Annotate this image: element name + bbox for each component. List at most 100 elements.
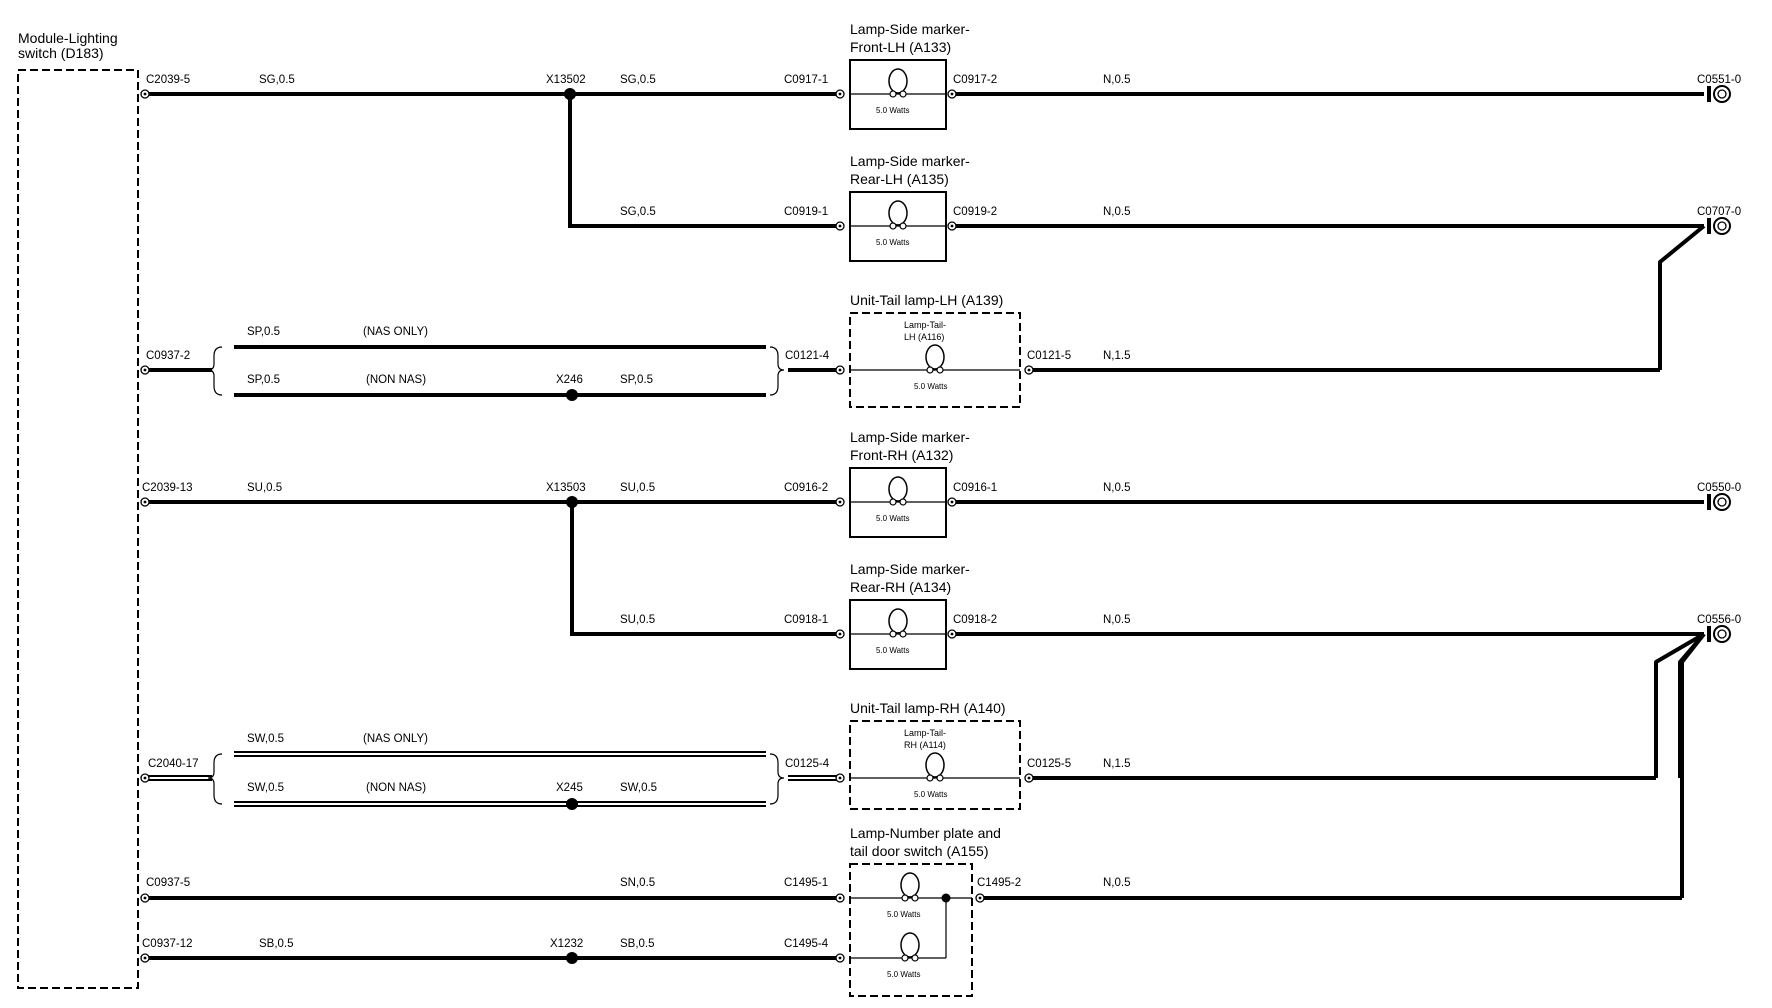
wire-n-4: N,0.5 (1103, 614, 1131, 626)
connector-c0919-2: C0919-2 (953, 206, 997, 218)
lamp-a135-title-1: Lamp-Side marker- (850, 153, 970, 169)
note-nas-only-1: (NAS ONLY) (363, 326, 428, 338)
circuit-front-lh: C2039-5 SG,0.5 X13502 SG,0.5 C0917-1 C09… (140, 74, 1741, 235)
wire-sp-nas: SP,0.5 (247, 326, 280, 338)
wire-sw-non: SW,0.5 (247, 782, 284, 794)
wire-n-5: N,0.5 (1103, 877, 1131, 889)
connector-c1495-4: C1495-4 (784, 938, 829, 950)
unit-a140: Unit-Tail lamp-RH (A140) Lamp-Tail- RH (… (849, 700, 1021, 810)
connector-c0121-4: C0121-4 (785, 350, 830, 362)
wire-sp-non: SP,0.5 (247, 374, 280, 386)
unit-a139-inner-1: Lamp-Tail- (904, 320, 946, 330)
wire-sb-1: SB,0.5 (259, 938, 294, 950)
wire-sb-2: SB,0.5 (620, 938, 655, 950)
lamp-a133-watts: 5.0 Watts (876, 106, 910, 115)
connector-c0125-4: C0125-4 (785, 758, 830, 770)
unit-a140-title: Unit-Tail lamp-RH (A140) (850, 700, 1006, 716)
connector-c1495-2: C1495-2 (977, 877, 1021, 889)
lamp-a155-title-1: Lamp-Number plate and (850, 825, 1001, 841)
ground-c0550-icon (1706, 493, 1731, 511)
connector-c0937-5: C0937-5 (146, 877, 190, 889)
splice-x13502-dot (564, 88, 576, 100)
connector-c0121-5: C0121-5 (1027, 350, 1071, 362)
lamp-a134-watts: 5.0 Watts (876, 646, 910, 655)
connector-c0125-5: C0125-5 (1027, 758, 1071, 770)
connector-c2039-13: C2039-13 (142, 482, 193, 494)
lamp-a132: Lamp-Side marker- Front-RH (A132) 5.0 Wa… (849, 429, 970, 538)
lamp-a134-title-2: Rear-RH (A134) (850, 579, 951, 595)
wire-n-1: N,0.5 (1103, 74, 1131, 86)
connector-c0937-2: C0937-2 (146, 350, 190, 362)
wire-n15-rh: N,1.5 (1103, 758, 1131, 770)
note-non-nas-2: (NON NAS) (366, 782, 426, 794)
lamp-a134-title-1: Lamp-Side marker- (850, 561, 970, 577)
wire-sn: SN,0.5 (620, 877, 655, 889)
connector-c0937-12: C0937-12 (142, 938, 193, 950)
wire-sg-2: SG,0.5 (620, 74, 656, 86)
connector-c0917-2: C0917-2 (953, 74, 997, 86)
connector-c0918-2: C0918-2 (953, 614, 997, 626)
wire-su-3: SU,0.5 (620, 614, 655, 626)
lamp-a132-title-2: Front-RH (A132) (850, 447, 953, 463)
wire-sp-after: SP,0.5 (620, 374, 653, 386)
connector-c2039-5: C2039-5 (146, 74, 190, 86)
wire-sg-3: SG,0.5 (620, 206, 656, 218)
connector-c0916-1: C0916-1 (953, 482, 997, 494)
lamp-a134: Lamp-Side marker- Rear-RH (A134) 5.0 Wat… (849, 561, 970, 670)
ground-c0551-icon (1706, 85, 1731, 103)
splice-x13502: X13502 (546, 74, 586, 86)
wire-sw-nas: SW,0.5 (247, 733, 284, 745)
ground-c0556-icon (1706, 625, 1731, 643)
wire-n-2: N,0.5 (1103, 206, 1131, 218)
wire-n-3: N,0.5 (1103, 482, 1131, 494)
splice-x246: X246 (556, 374, 583, 386)
unit-a140-watts: 5.0 Watts (914, 790, 948, 799)
circuit-tail-lh: C0937-2 SP,0.5 (NAS ONLY) SP,0.5 (NON NA… (140, 224, 1706, 401)
module-title-line2: switch (D183) (18, 45, 104, 61)
splice-x245-dot (566, 798, 578, 810)
connector-c0916-2: C0916-2 (784, 482, 828, 494)
wire-su-2: SU,0.5 (620, 482, 655, 494)
splice-x1232: X1232 (550, 938, 583, 950)
splice-x246-dot (566, 389, 578, 401)
splice-x1232-dot (566, 952, 578, 964)
circuit-front-rh: C2039-13 SU,0.5 X13503 SU,0.5 C0916-2 C0… (140, 482, 1741, 643)
lamp-a133-title-2: Front-LH (A133) (850, 39, 951, 55)
lamp-a132-watts: 5.0 Watts (876, 514, 910, 523)
wire-n15-lh: N,1.5 (1103, 350, 1131, 362)
lamp-a132-title-1: Lamp-Side marker- (850, 429, 970, 445)
unit-a139-inner-2: LH (A116) (904, 332, 944, 342)
unit-a139-title: Unit-Tail lamp-LH (A139) (850, 292, 1003, 308)
ground-c0707: C0707-0 (1697, 206, 1741, 218)
unit-a140-inner-2: RH (A114) (904, 740, 946, 750)
unit-a139-watts: 5.0 Watts (914, 382, 948, 391)
circuit-number-plate: C0937-5 SN,0.5 C1495-1 C1495-2 N,0.5 C09… (140, 632, 1706, 964)
splice-x13503: X13503 (546, 482, 586, 494)
note-non-nas-1: (NON NAS) (366, 374, 426, 386)
connector-c0917-1: C0917-1 (784, 74, 828, 86)
wire-sg-1: SG,0.5 (259, 74, 295, 86)
connector-c0919-1: C0919-1 (784, 206, 828, 218)
ground-c0550: C0550-0 (1697, 482, 1741, 494)
ground-c0551: C0551-0 (1697, 74, 1741, 86)
splice-x245: X245 (556, 782, 583, 794)
lamp-a133-title-1: Lamp-Side marker- (850, 21, 970, 37)
lamp-a155-title-2: tail door switch (A155) (850, 843, 989, 859)
unit-a140-inner-1: Lamp-Tail- (904, 728, 946, 738)
note-nas-only-2: (NAS ONLY) (363, 733, 428, 745)
lamp-a133: Lamp-Side marker- Front-LH (A133) 5.0 Wa… (849, 21, 970, 130)
lamp-a155-watts-1: 5.0 Watts (887, 910, 921, 919)
ground-c0556: C0556-0 (1697, 614, 1741, 626)
lamp-a135-title-2: Rear-LH (A135) (850, 171, 949, 187)
wire-sw-after: SW,0.5 (620, 782, 657, 794)
module-box (17, 69, 139, 989)
connector-c1495-1: C1495-1 (784, 877, 828, 889)
unit-a139: Unit-Tail lamp-LH (A139) Lamp-Tail- LH (… (849, 292, 1021, 408)
ground-c0707-icon (1706, 217, 1731, 235)
lamp-a155-watts-2: 5.0 Watts (887, 970, 921, 979)
lamp-a135-watts: 5.0 Watts (876, 238, 910, 247)
module-title-line1: Module-Lighting (18, 30, 118, 46)
lamp-a135: Lamp-Side marker- Rear-LH (A135) 5.0 Wat… (849, 153, 970, 262)
connector-c2040-17: C2040-17 (148, 758, 199, 770)
